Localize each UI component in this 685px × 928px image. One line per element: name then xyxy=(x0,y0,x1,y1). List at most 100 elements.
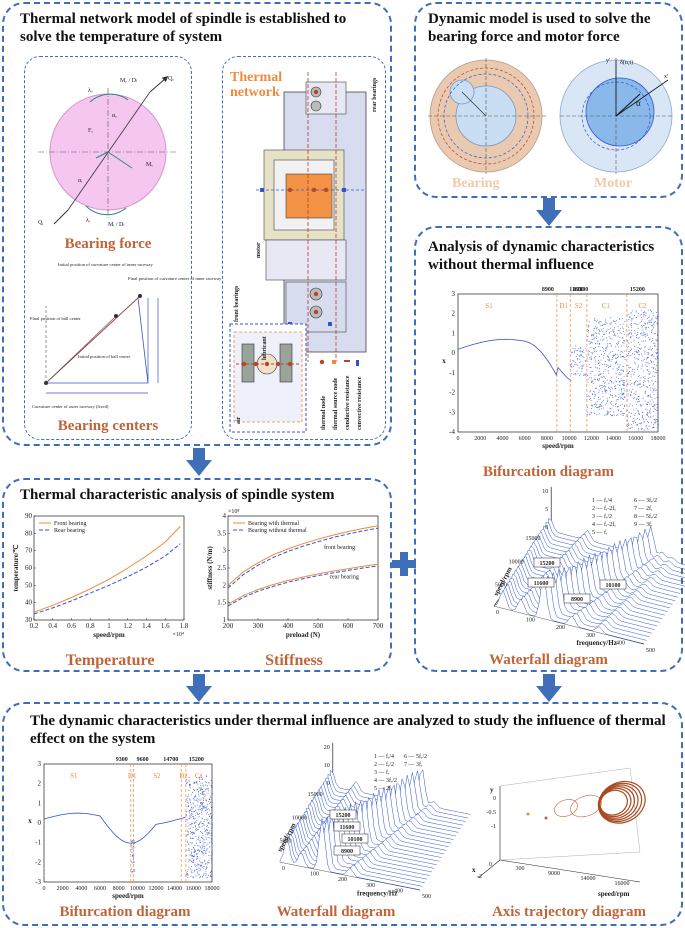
y-tick-label: 3 xyxy=(452,290,456,298)
waterfall-thermal-chart: 01002003004005005000100001500001020frequ… xyxy=(276,742,471,900)
bearing-centers-caption: Bearing centers xyxy=(57,418,159,434)
legend-entry: 6 — 3fᵣ/2 xyxy=(634,497,657,504)
label-initial-ball: Initial position of ball center xyxy=(78,354,131,359)
marker-label: 8900 xyxy=(542,287,554,293)
y-tick-label: -0.5 xyxy=(487,810,497,816)
x-axis-label: x xyxy=(472,866,476,874)
dynamic-no-thermal-panel xyxy=(414,226,683,672)
label-lubricant: lubricant xyxy=(262,336,268,360)
speed-tick-label: 15000 xyxy=(525,536,540,542)
x-tick-label: 0.2 xyxy=(30,622,39,630)
y-tick-label: 4 xyxy=(223,512,227,520)
waterfall-row xyxy=(282,816,423,887)
x-tick-label: 700 xyxy=(373,622,384,630)
y-tick-label: 3 xyxy=(223,547,227,555)
y-tick-label: 1 xyxy=(452,329,456,337)
label-m-frac-i: Mᵢ / Dₗ xyxy=(108,222,124,228)
waterfall-row xyxy=(294,803,435,869)
region-label: D2 xyxy=(179,772,188,780)
thermal-network-title: Thermal network model of spindle is esta… xyxy=(20,11,347,45)
motor-delta-symbol: δ(α,t) xyxy=(620,59,633,66)
y-tick-label: 3.5 xyxy=(217,529,226,537)
y-tick-label: 40 xyxy=(25,599,33,607)
y-tick-label: 1 xyxy=(38,799,42,807)
label-lambda-o: λₒ xyxy=(88,88,93,94)
x-tick-label: 0 xyxy=(457,436,460,442)
y-tick-label: -1 xyxy=(449,369,455,377)
y-tick-label: 60 xyxy=(25,564,33,572)
series-line-2 xyxy=(227,563,379,605)
y-axis-label: stiffness (N/m) xyxy=(206,546,214,590)
label-m-o: Mₒ xyxy=(146,162,153,168)
region-label: D1 xyxy=(559,302,568,310)
x-tick-label: 6000 xyxy=(519,436,531,442)
y-tick-label: 80 xyxy=(25,529,33,537)
x-tick-label: 4000 xyxy=(496,436,508,442)
label-rear-bearings: rear bearings xyxy=(372,77,378,112)
x-tick-label: 10000 xyxy=(130,886,145,892)
orbit-16000 xyxy=(597,780,646,824)
waterfall-row xyxy=(291,807,433,873)
speed-tick-label: 15000 xyxy=(308,792,323,798)
label-final-ball: Final position of ball center xyxy=(30,316,81,321)
x-tick-label: 16000 xyxy=(628,436,643,442)
legend-entry: Rear bearing xyxy=(54,528,85,534)
bifurcation-no-thermal-caption: Bifurcation diagram xyxy=(483,464,614,480)
waterfall-row xyxy=(279,818,421,891)
thermal-network-panel xyxy=(2,2,392,446)
x-tick-label: 18000 xyxy=(651,436,666,442)
legend-entry: 1 — fᵣ/4 xyxy=(374,753,394,760)
x-tick-label: 10000 xyxy=(562,436,577,442)
frequency-tick-label: 200 xyxy=(338,877,347,883)
frequency-tick-label: 0 xyxy=(496,610,499,616)
y-tick-label: 70 xyxy=(25,547,33,555)
x-tick-label: 6000 xyxy=(94,886,106,892)
x-tick-label: 400 xyxy=(283,622,294,630)
dynamic-model-panel xyxy=(414,2,683,198)
label-outer-fixed: Curvature center of outer raceway (fixed… xyxy=(32,404,109,409)
y-tick-label: -2 xyxy=(449,389,455,397)
region-label: C1 xyxy=(195,772,204,780)
amplitude-tick-label: 5 xyxy=(545,507,548,513)
y-tick-label: -3 xyxy=(35,878,41,886)
speed-label: 8900 xyxy=(341,849,353,855)
x-tick-label: 14000 xyxy=(606,436,621,442)
y-tick-label: -1 xyxy=(491,824,496,830)
bearing-centers-figure: Initial position of curvature center of … xyxy=(30,262,222,409)
waterfall-row xyxy=(519,553,671,609)
waterfall-row xyxy=(298,800,440,862)
thermal-network-label: Thermal network xyxy=(230,70,283,100)
x-tick-label: 18000 xyxy=(205,886,220,892)
label-f-o: Fₒ xyxy=(88,128,93,134)
x-tick-label: 4000 xyxy=(75,886,87,892)
series-line-3 xyxy=(227,565,379,607)
region-label: C1 xyxy=(602,302,611,310)
x-tick-label: 8000 xyxy=(113,886,125,892)
bearing-force-figure: Qₒ Mₒ / Dₗ λₒ αₒ Fₒ Mₒ αᵢ Qᵢ λᵢ Mᵢ / Dₗ xyxy=(38,76,178,228)
speed-tick-label: 10000 xyxy=(509,559,524,565)
amplitude-tick-label: 10 xyxy=(324,763,330,769)
motor-label: Motor xyxy=(594,176,633,191)
waterfall-row xyxy=(493,580,645,645)
y-tick-label: 30 xyxy=(25,616,33,624)
frequency-tick-label: 300 xyxy=(586,633,595,639)
region-label: S1 xyxy=(70,772,78,780)
amplitude-tick-label: 10 xyxy=(542,489,548,495)
x-tick-label: 2000 xyxy=(57,886,69,892)
legend-thermal-source-marker xyxy=(332,360,336,364)
label-motor: motor xyxy=(256,242,262,258)
waterfall-row xyxy=(303,796,445,855)
speed-axis xyxy=(499,859,641,883)
frequency-tick-label: 300 xyxy=(366,883,375,889)
waterfall-thermal-caption: Waterfall diagram xyxy=(276,904,396,920)
x-tick-label: 200 xyxy=(223,622,234,630)
x-tick-label: -2 xyxy=(477,874,482,880)
legend-entry: 3 — fᵣ xyxy=(374,769,390,776)
bearing-model-figure xyxy=(428,58,546,174)
y-tick-label: 2.5 xyxy=(217,564,226,572)
amplitude-tick-label: 0 xyxy=(545,525,548,531)
y-axis-label: y xyxy=(490,786,494,794)
legend-entry: 3 — fᵣ/2 xyxy=(592,513,612,520)
